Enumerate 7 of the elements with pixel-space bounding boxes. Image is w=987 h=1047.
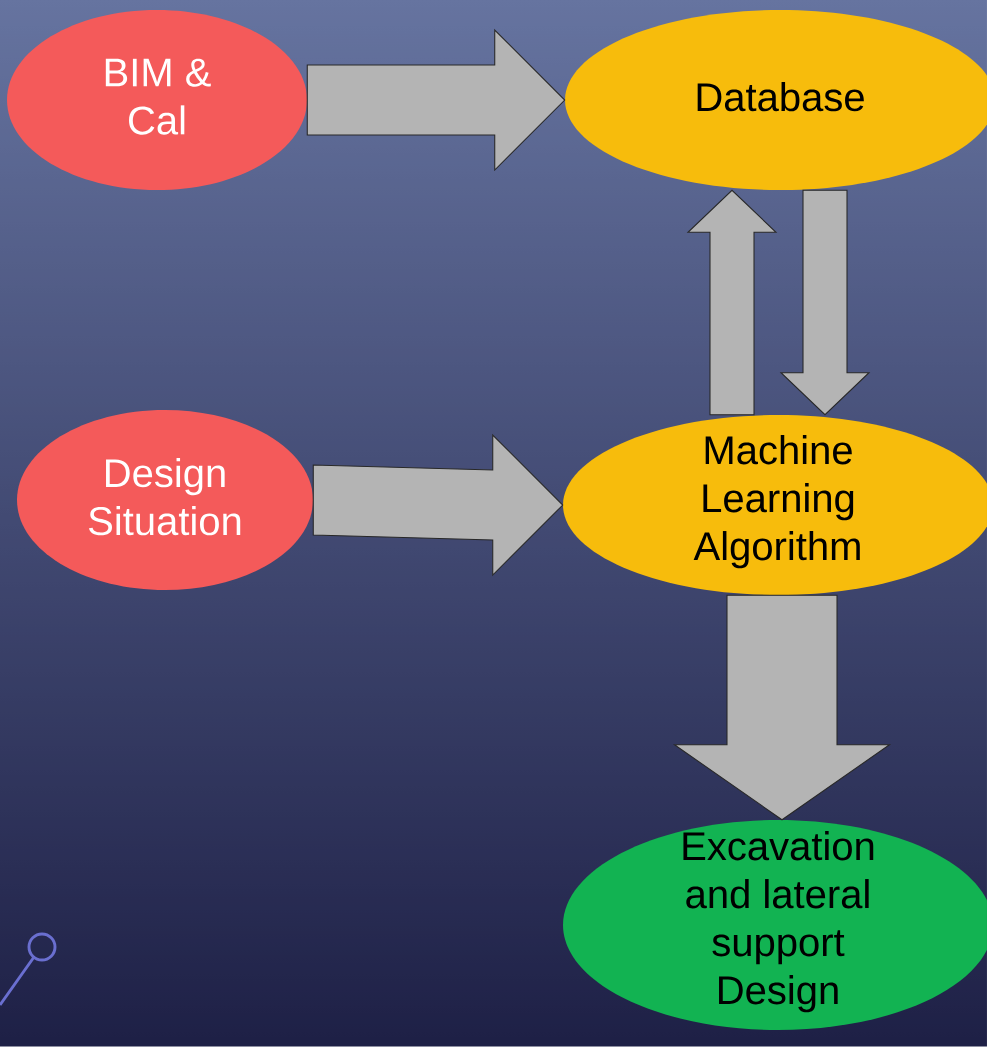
block-arrow: [672, 594, 892, 821]
block-arrow: [779, 189, 871, 416]
ellipse-node: Design Situation: [17, 410, 313, 590]
block-arrow: [312, 433, 564, 577]
block-arrow: [686, 189, 778, 416]
ellipse-node: BIM & Cal: [7, 10, 307, 190]
block-arrow: [306, 28, 566, 172]
